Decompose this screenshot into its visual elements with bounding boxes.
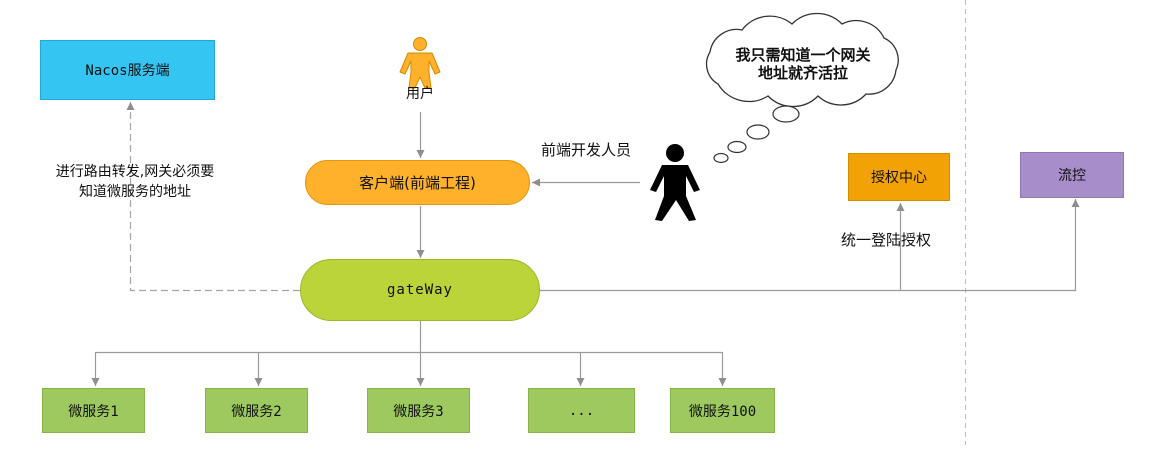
microservice-node: 微服务100: [670, 388, 775, 433]
nacos-server-node: Nacos服务端: [40, 40, 215, 100]
gateway-label: gateWay: [386, 282, 453, 298]
thought-bubble-dot: [727, 140, 747, 154]
microservice-node: 微服务1: [42, 388, 145, 433]
client-frontend-node: 客户端(前端工程): [305, 160, 530, 205]
thought-cloud-icon: [705, 12, 899, 164]
developer-label: 前端开发人员: [541, 141, 632, 159]
thought-bubble-dot: [713, 152, 729, 164]
developer-icon-head: [666, 144, 684, 162]
microservice-ellipsis-label: ...: [568, 402, 595, 419]
thought-bubble-line: 地址就齐活拉: [757, 64, 848, 82]
gateway-to-nacos-dashed-arrow: [126, 102, 300, 292]
routing-note-line: 知道微服务的地址: [79, 184, 191, 200]
auth-note: 统一登陆授权: [841, 231, 932, 249]
microservice-label: 微服务100: [688, 403, 757, 420]
gateway-node: gateWay: [300, 259, 540, 321]
nacos-server-label: Nacos服务端: [85, 63, 170, 79]
microservice-node: 微服务3: [367, 388, 470, 433]
microservice-label: 微服务1: [68, 403, 119, 420]
user-icon-head: [413, 37, 427, 51]
flow-control-label: 流控: [1058, 168, 1086, 184]
routing-note: 进行路由转发,网关必须要 知道微服务的地址: [45, 162, 225, 202]
gateway-to-flow-control-arrow: [540, 199, 1080, 292]
thought-bubble-dot: [746, 124, 770, 140]
auth-center-label: 授权中心: [871, 170, 927, 186]
thought-cloud-shape: [705, 12, 899, 108]
microservice-label: 微服务2: [231, 403, 282, 420]
auth-center-node: 授权中心: [848, 153, 950, 201]
user-person-icon: [399, 37, 441, 89]
microservice-node: 微服务2: [205, 388, 308, 433]
user-label: 用户: [406, 86, 434, 102]
thought-bubble-text: 我只需知道一个网关 地址就齐活拉: [718, 46, 888, 82]
microservice-label: 微服务3: [393, 403, 444, 420]
client-frontend-label: 客户端(前端工程): [359, 174, 476, 192]
thought-bubble-dot: [772, 105, 800, 123]
flow-control-node: 流控: [1020, 152, 1124, 198]
developer-icon-body: [650, 165, 700, 221]
user-icon-body: [399, 52, 441, 89]
microservice-ellipsis-node: ...: [528, 388, 635, 433]
routing-note-line: 进行路由转发,网关必须要: [55, 164, 215, 180]
developer-person-icon: [650, 144, 700, 221]
thought-bubble-line: 我只需知道一个网关: [735, 46, 871, 64]
